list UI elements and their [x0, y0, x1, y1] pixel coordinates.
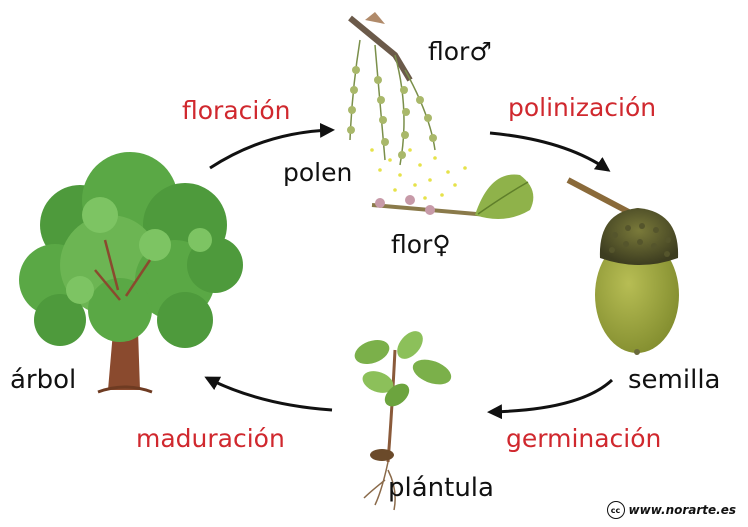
- label-female-flower: flor♀: [391, 230, 451, 259]
- label-seed: semilla: [628, 365, 720, 395]
- acorn-illustration: [568, 180, 679, 355]
- label-pollination: polinización: [508, 93, 656, 122]
- arrow-pollination: [490, 133, 608, 170]
- label-male-flower: flor♂: [428, 37, 492, 66]
- credit: cc www.norarte.es: [607, 501, 736, 519]
- label-maturation: maduración: [136, 424, 285, 453]
- label-germination: germinación: [506, 424, 661, 453]
- credit-site: www.norarte.es: [629, 503, 736, 517]
- label-flowering: floración: [182, 96, 290, 125]
- arrow-germination: [490, 380, 612, 412]
- oak-tree-illustration: [19, 152, 243, 392]
- label-pollen: polen: [283, 158, 352, 187]
- creative-commons-icon: cc: [607, 501, 625, 519]
- label-tree: árbol: [10, 365, 76, 395]
- label-seedling: plántula: [388, 473, 494, 503]
- arrow-maturation: [207, 378, 332, 410]
